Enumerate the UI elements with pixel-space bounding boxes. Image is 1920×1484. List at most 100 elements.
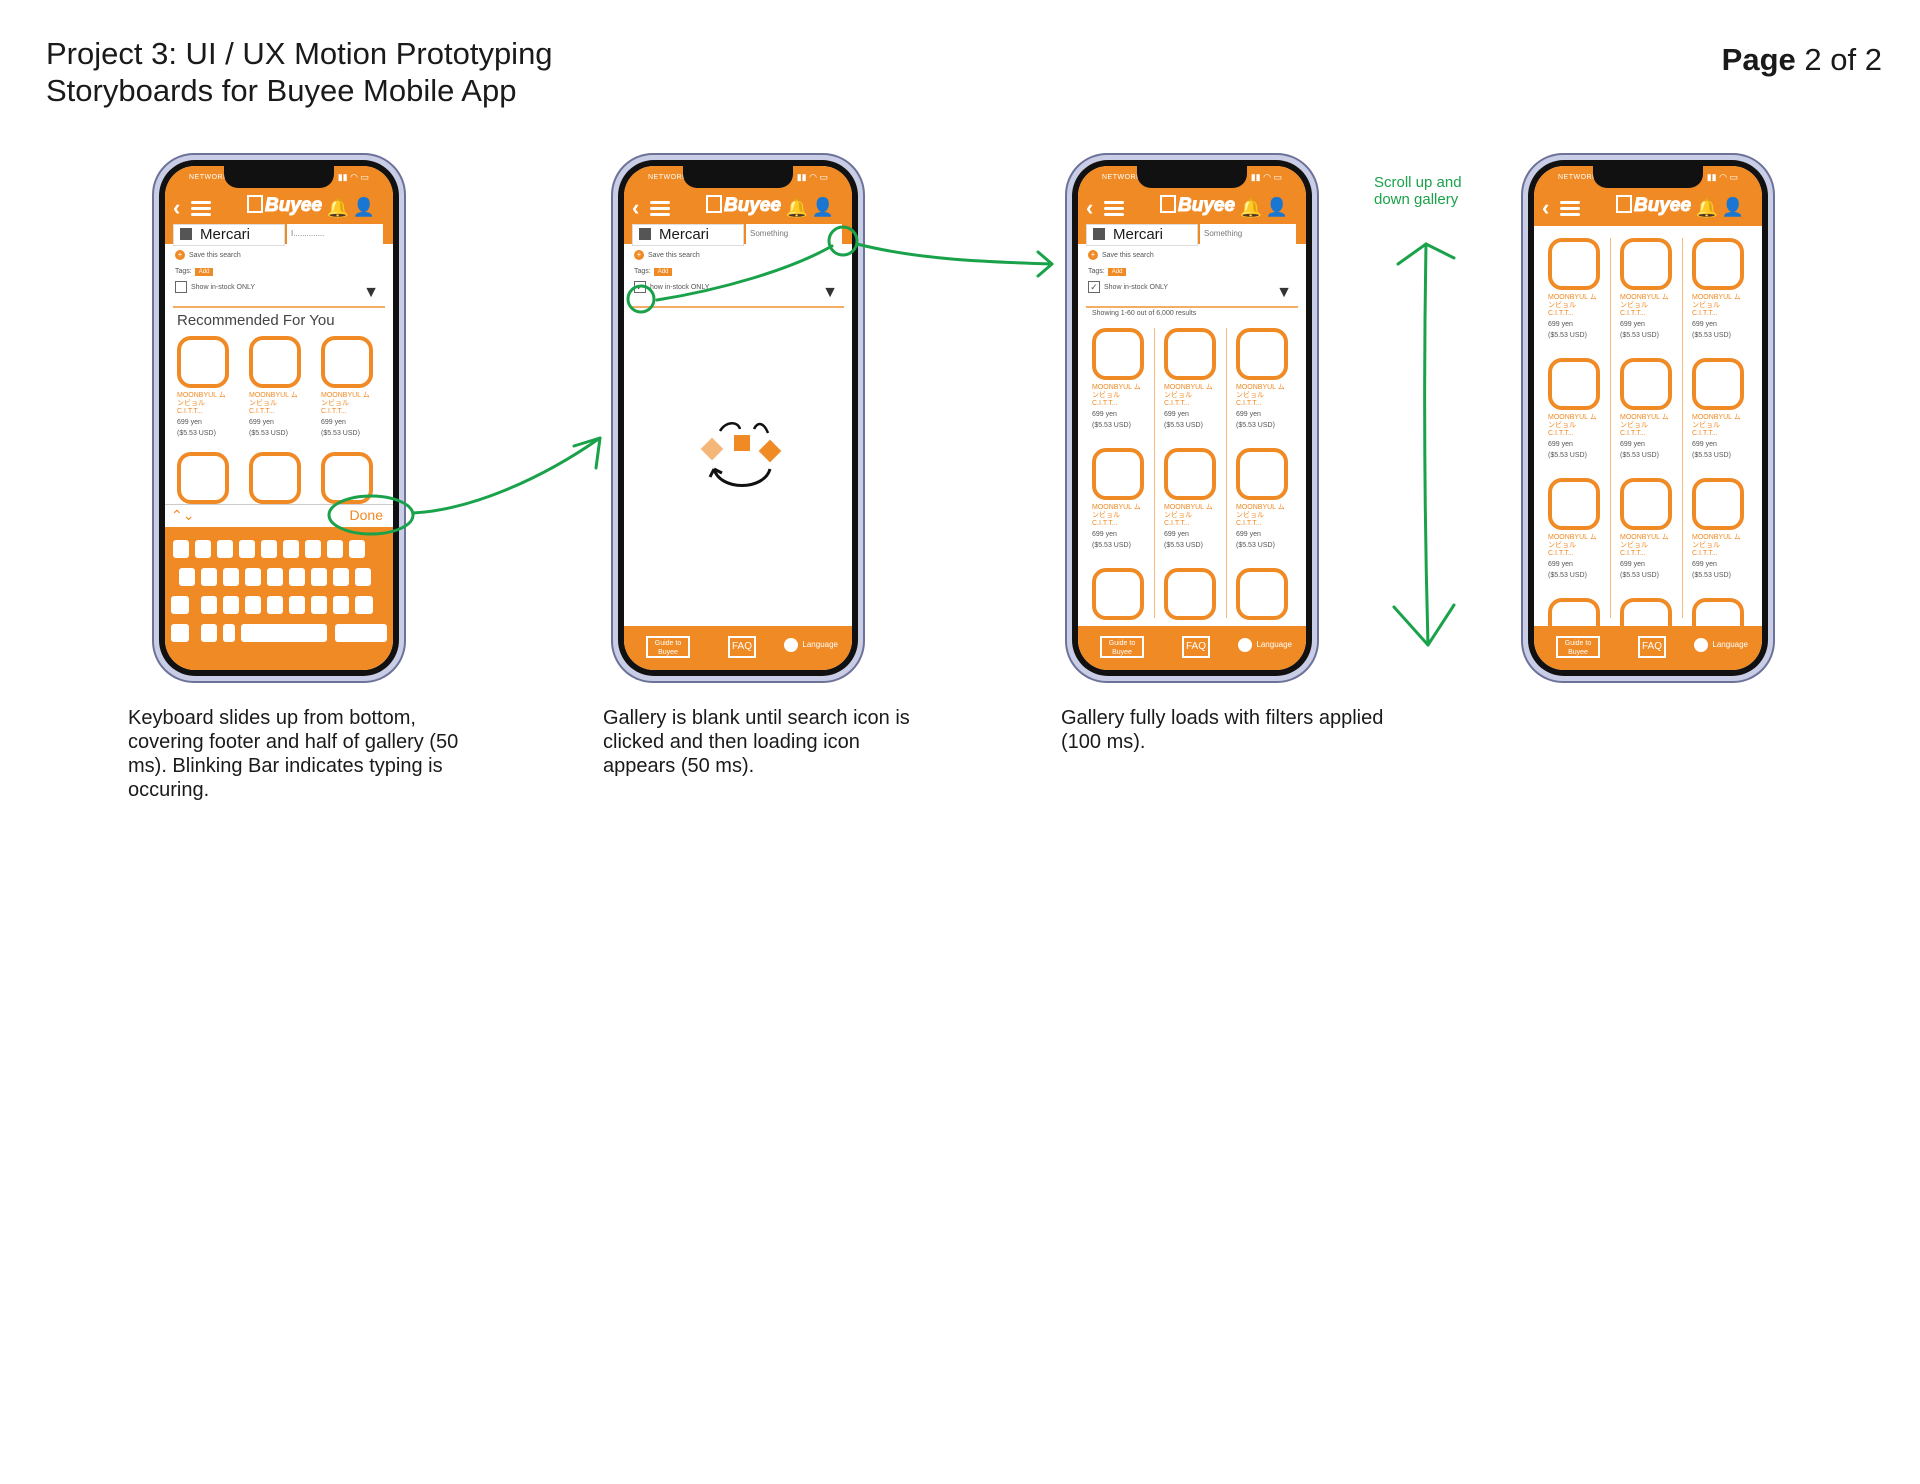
back-icon[interactable]: ‹ xyxy=(173,195,181,220)
back-icon[interactable]: ‹ xyxy=(1542,195,1550,220)
keyboard-key[interactable] xyxy=(201,568,217,586)
search-icon[interactable]: ⌕ xyxy=(828,225,838,242)
product-tile[interactable]: MOONBYUL ム ンビョル C.I.T.T...699 yen($5.53 … xyxy=(1548,238,1602,340)
search-icon[interactable]: ⌕ xyxy=(369,225,379,242)
add-tag-button[interactable]: Add xyxy=(194,268,214,276)
faq-button[interactable]: FAQ xyxy=(1638,636,1666,658)
product-tile[interactable] xyxy=(249,452,303,504)
menu-icon[interactable] xyxy=(1560,201,1580,216)
site-selector[interactable]: Mercari xyxy=(173,224,285,246)
keyboard-key[interactable] xyxy=(267,568,283,586)
back-icon[interactable]: ‹ xyxy=(1086,195,1094,220)
keyboard-done-button[interactable]: Done xyxy=(349,507,383,523)
keyboard-key[interactable] xyxy=(173,540,189,558)
return-key[interactable] xyxy=(335,624,387,642)
site-selector[interactable]: Mercari xyxy=(632,224,744,246)
numbers-key[interactable] xyxy=(171,624,189,642)
product-tile[interactable]: MOONBYUL ム ンビョル C.I.T.T...699 yen($5.53 … xyxy=(1548,478,1602,580)
shift-key[interactable] xyxy=(171,596,189,614)
keyboard-key[interactable] xyxy=(223,624,235,642)
keyboard[interactable]: ⌃⌄ Done xyxy=(165,504,393,670)
add-tag-button[interactable]: Add xyxy=(653,268,673,276)
site-selector[interactable]: Mercari xyxy=(1086,224,1198,246)
keyboard-key[interactable] xyxy=(289,568,305,586)
keyboard-key[interactable] xyxy=(245,596,261,614)
bell-icon[interactable]: 🔔 xyxy=(326,198,349,218)
keyboard-key[interactable] xyxy=(289,596,305,614)
keyboard-key[interactable] xyxy=(355,568,371,586)
user-icon[interactable]: 👤 xyxy=(1265,197,1288,217)
keyboard-key[interactable] xyxy=(223,596,239,614)
product-tile[interactable]: MOONBYUL ム ンビョル C.I.T.T...699 yen($5.53 … xyxy=(1164,448,1218,550)
product-tile[interactable] xyxy=(1236,568,1290,620)
product-tile[interactable] xyxy=(1092,568,1146,620)
user-icon[interactable]: 👤 xyxy=(352,197,375,217)
keyboard-key[interactable] xyxy=(311,596,327,614)
product-tile[interactable]: MOONBYUL ム ンビョル C.I.T.T...699 yen($5.53 … xyxy=(1548,358,1602,460)
product-tile[interactable]: MOONBYUL ム ンビョル C.I.T.T...699 yen($5.53 … xyxy=(1620,358,1674,460)
user-icon[interactable]: 👤 xyxy=(811,197,834,217)
product-tile[interactable]: MOONBYUL ム ンビョル C.I.T.T...699 yen($5.53 … xyxy=(1236,448,1290,550)
product-tile[interactable] xyxy=(1164,568,1218,620)
language-button[interactable]: Language xyxy=(1694,638,1748,652)
product-tile[interactable]: MOONBYUL ム ンビョル C.I.T.T...699 yen($5.53 … xyxy=(177,336,231,438)
save-search-link[interactable]: Save this search xyxy=(189,252,241,259)
keyboard-key[interactable] xyxy=(267,596,283,614)
product-tile[interactable] xyxy=(177,452,231,504)
search-icon[interactable]: ⌕ xyxy=(1282,225,1292,242)
product-tile[interactable]: MOONBYUL ム ンビョル C.I.T.T...699 yen($5.53 … xyxy=(1164,328,1218,430)
product-tile[interactable]: MOONBYUL ム ンビョル C.I.T.T...699 yen($5.53 … xyxy=(321,336,375,438)
keyboard-key[interactable] xyxy=(333,596,349,614)
emoji-key[interactable] xyxy=(201,624,217,642)
product-tile[interactable]: MOONBYUL ム ンビョル C.I.T.T...699 yen($5.53 … xyxy=(1692,238,1746,340)
bell-icon[interactable]: 🔔 xyxy=(785,198,808,218)
instock-checkbox-checked[interactable]: ✓ xyxy=(634,281,646,294)
instock-checkbox[interactable] xyxy=(175,281,187,294)
back-icon[interactable]: ‹ xyxy=(632,195,640,220)
product-tile[interactable]: MOONBYUL ム ンビョル C.I.T.T...699 yen($5.53 … xyxy=(1692,358,1746,460)
menu-icon[interactable] xyxy=(650,201,670,216)
keyboard-key[interactable] xyxy=(217,540,233,558)
language-button[interactable]: Language xyxy=(784,638,838,652)
search-input[interactable]: Something xyxy=(1200,224,1296,244)
guide-button[interactable]: Guide to Buyee xyxy=(646,636,690,658)
product-tile[interactable] xyxy=(321,452,375,504)
product-tile[interactable]: MOONBYUL ム ンビョル C.I.T.T...699 yen($5.53 … xyxy=(1692,478,1746,580)
keyboard-prev-next-icon[interactable]: ⌃⌄ xyxy=(171,507,195,523)
save-search-link[interactable]: Save this search xyxy=(1102,252,1154,259)
save-search-icon[interactable]: + xyxy=(175,250,185,261)
save-search-link[interactable]: Save this search xyxy=(648,252,700,259)
filter-icon[interactable]: ▼ xyxy=(1276,284,1292,301)
product-tile[interactable]: MOONBYUL ム ンビョル C.I.T.T...699 yen($5.53 … xyxy=(1620,238,1674,340)
keyboard-key[interactable] xyxy=(283,540,299,558)
product-tile[interactable]: MOONBYUL ム ンビョル C.I.T.T...699 yen($5.53 … xyxy=(249,336,303,438)
save-search-icon[interactable]: + xyxy=(634,250,644,261)
keyboard-key[interactable] xyxy=(201,596,217,614)
faq-button[interactable]: FAQ xyxy=(728,636,756,658)
keyboard-key[interactable] xyxy=(349,540,365,558)
guide-button[interactable]: Guide to Buyee xyxy=(1556,636,1600,658)
menu-icon[interactable] xyxy=(1104,201,1124,216)
keyboard-key[interactable] xyxy=(239,540,255,558)
keyboard-key[interactable] xyxy=(305,540,321,558)
search-input[interactable]: I.............. xyxy=(287,224,383,244)
save-search-icon[interactable]: + xyxy=(1088,250,1098,261)
keyboard-key[interactable] xyxy=(223,568,239,586)
keyboard-key[interactable] xyxy=(195,540,211,558)
keyboard-key[interactable] xyxy=(327,540,343,558)
bell-icon[interactable]: 🔔 xyxy=(1239,198,1262,218)
add-tag-button[interactable]: Add xyxy=(1107,268,1127,276)
keyboard-key[interactable] xyxy=(245,568,261,586)
backspace-key[interactable] xyxy=(355,596,373,614)
faq-button[interactable]: FAQ xyxy=(1182,636,1210,658)
instock-checkbox-checked[interactable]: ✓ xyxy=(1088,281,1100,294)
space-key[interactable] xyxy=(241,624,327,642)
guide-button[interactable]: Guide to Buyee xyxy=(1100,636,1144,658)
keyboard-key[interactable] xyxy=(261,540,277,558)
product-tile[interactable]: MOONBYUL ム ンビョル C.I.T.T...699 yen($5.53 … xyxy=(1620,478,1674,580)
filter-icon[interactable]: ▼ xyxy=(363,284,379,301)
product-tile[interactable]: MOONBYUL ム ンビョル C.I.T.T...699 yen($5.53 … xyxy=(1092,328,1146,430)
keyboard-key[interactable] xyxy=(311,568,327,586)
bell-icon[interactable]: 🔔 xyxy=(1695,198,1718,218)
search-input[interactable]: Something xyxy=(746,224,842,244)
